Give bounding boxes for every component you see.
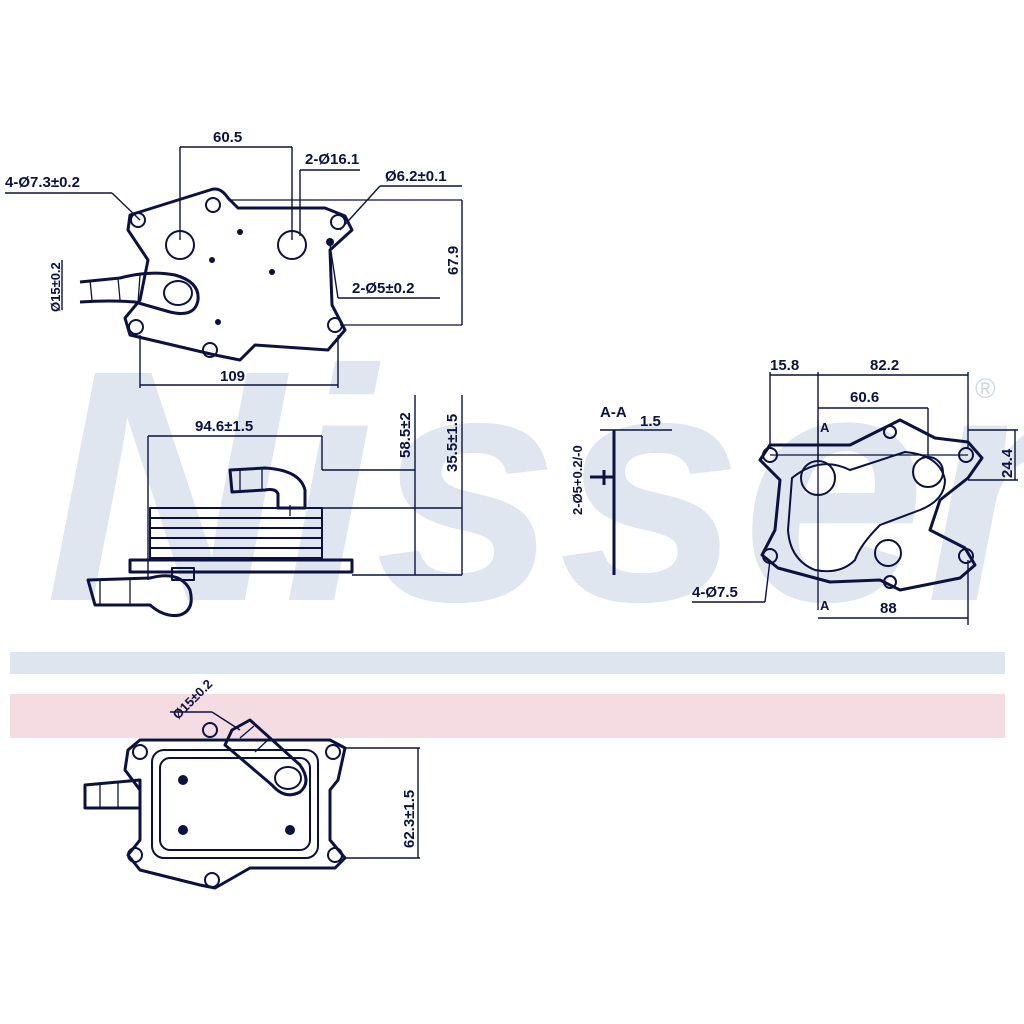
dim-24-4: 24.4 [999, 448, 1016, 478]
dim-15-8: 15.8 [770, 357, 799, 374]
dim-mount-holes: 4-Ø7.3±0.2 [5, 174, 80, 191]
dim-top-width: 60.5 [213, 129, 242, 146]
dim-side-width: 94.6±1.5 [195, 418, 253, 435]
top-view: 60.5 2-Ø16.1 4-Ø7.3±0.2 Ø6.2±0.1 2-Ø5±0.… [5, 129, 463, 388]
dim-82-2: 82.2 [870, 357, 899, 374]
pink-band [10, 694, 1005, 738]
side-view: 94.6±1.5 58.5±2 35.5±1.5 [86, 395, 463, 617]
section-mark-bottom: A [820, 598, 830, 613]
dim-section-thickness: 1.5 [640, 413, 661, 430]
dim-section-pins: 2-Ø5+0.2/-0 [570, 445, 585, 515]
plate-view: 15.8 82.2 60.6 24.4 4-Ø7.5 88 A A [692, 357, 1018, 625]
section-label: A-A [600, 404, 627, 421]
dim-side-height-b: 35.5±1.5 [444, 414, 461, 472]
dim-plate-holes: 4-Ø7.5 [692, 584, 738, 601]
section-mark-top: A [820, 420, 830, 435]
dim-height: 67.9 [445, 246, 462, 275]
dim-pipe-dia: Ø15±0.2 [48, 262, 63, 312]
watermark-text: Nissens [45, 301, 1024, 670]
dim-bottom-height: 62.3±1.5 [401, 790, 418, 848]
blue-band [10, 652, 1005, 674]
dim-88: 88 [880, 600, 897, 617]
dim-side-height-a: 58.5±2 [397, 412, 414, 458]
registered-mark: ® [975, 373, 996, 404]
dim-small-hole: Ø6.2±0.1 [385, 168, 447, 185]
dim-pin-holes: 2-Ø5±0.2 [352, 280, 414, 297]
dim-bottom-width: 109 [220, 368, 245, 385]
section-view: A-A 1.5 2-Ø5+0.2/-0 [570, 404, 672, 575]
dim-60-6: 60.6 [850, 389, 879, 406]
dim-holes: 2-Ø16.1 [305, 151, 359, 168]
